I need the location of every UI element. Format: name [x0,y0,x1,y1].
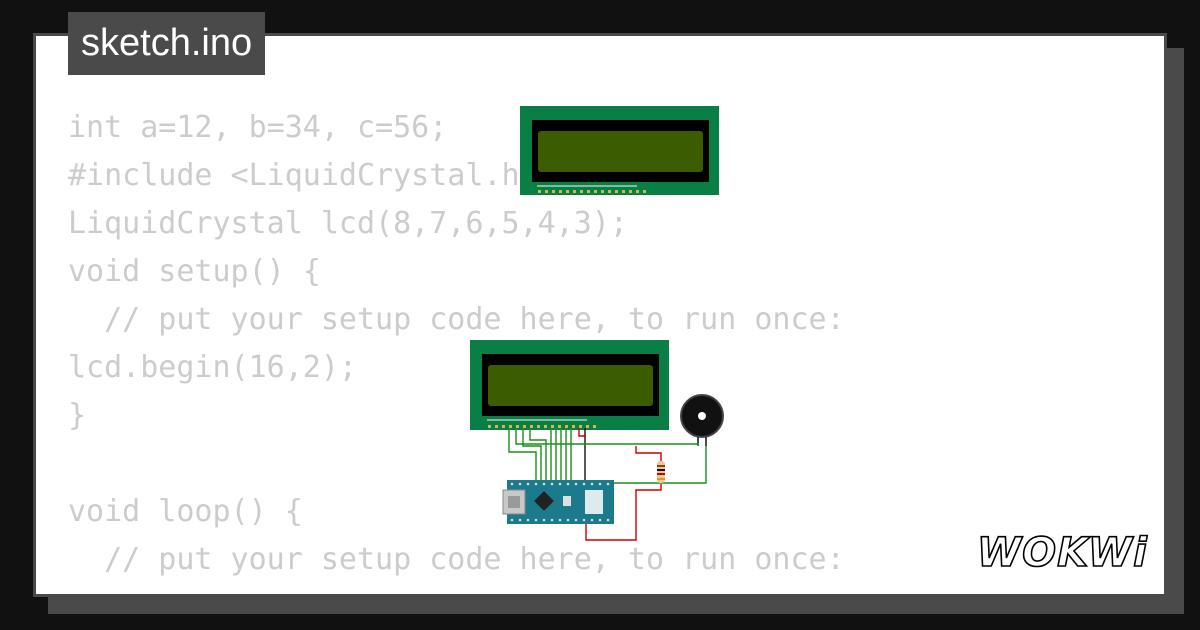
code-line-10: // put your setup code here, to run once… [68,542,845,577]
file-tab[interactable]: sketch.ino [68,12,266,75]
code-line-6: lcd.begin(16,2); [68,350,357,385]
arduino-nano [502,480,614,524]
code-line-4: void setup() { [68,254,321,289]
resistor [657,461,665,483]
code-line-7: } [68,398,87,433]
svg-text:WOKWi: WOKWi [977,530,1148,576]
code-editor: int a=12, b=34, c=56; #include <LiquidCry… [68,104,845,594]
code-line-2: #include <LiquidCrystal.h> [68,158,538,193]
code-line-11: lcd.setCursor(0,0); [68,584,845,594]
code-line-3: LiquidCrystal lcd(8,7,6,5,4,3); [68,206,628,241]
code-line-1: int a=12, b=34, c=56; [68,110,448,145]
wires [508,428,707,541]
buzzer [680,394,724,446]
code-line-5: // put your setup code here, to run once… [68,302,845,337]
code-line-9: void loop() { [68,494,303,529]
lcd-bottom [470,340,669,430]
lcd-top [520,106,719,195]
wokwi-logo: WOKWi [976,529,1148,577]
